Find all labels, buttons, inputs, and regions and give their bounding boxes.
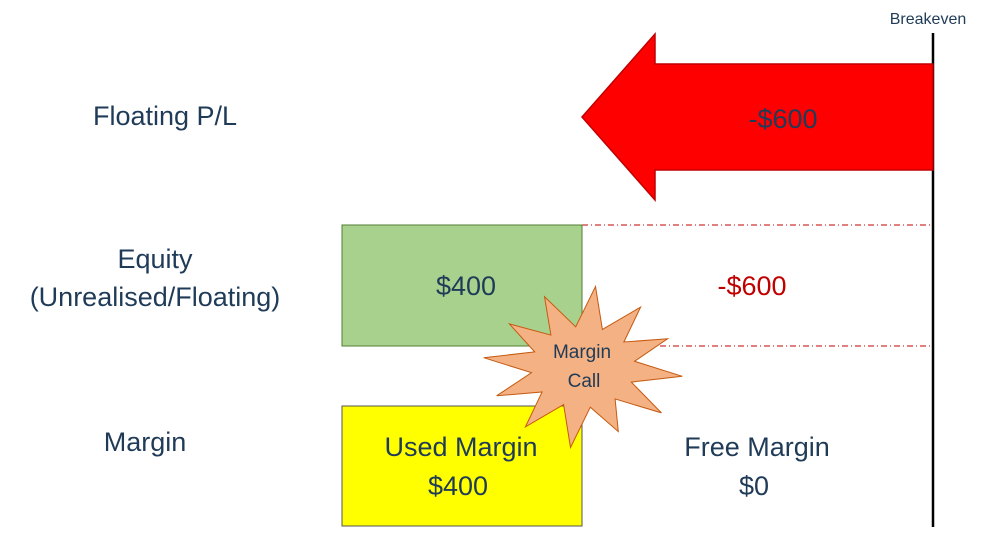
equity-loss-value: -$600 xyxy=(717,271,786,301)
used-margin-box xyxy=(341,405,583,527)
row-label-floating-pl: Floating P/L xyxy=(92,101,238,131)
floating-loss-arrow xyxy=(581,32,934,202)
free-margin-value: $0 xyxy=(739,471,769,501)
margin-call-line1: Margin xyxy=(553,342,611,363)
row-label-equity-line2: (Unrealised/Floating) xyxy=(29,282,281,312)
floating-loss-value: -$600 xyxy=(748,104,817,134)
equity-value: $400 xyxy=(436,271,496,301)
row-label-equity-line1: Equity xyxy=(117,244,193,274)
row-label-margin: Margin xyxy=(103,427,187,457)
free-margin-title: Free Margin xyxy=(684,432,830,462)
row-label-equity: Equity (Unrealised/Floating) xyxy=(5,240,305,316)
used-margin-value: $400 xyxy=(428,471,488,501)
equity-box xyxy=(341,224,583,347)
margin-call-line2: Call xyxy=(568,371,601,392)
breakeven-label: Breakeven xyxy=(890,11,967,28)
margin-call-starburst xyxy=(483,284,683,450)
used-margin-title: Used Margin xyxy=(384,432,537,462)
